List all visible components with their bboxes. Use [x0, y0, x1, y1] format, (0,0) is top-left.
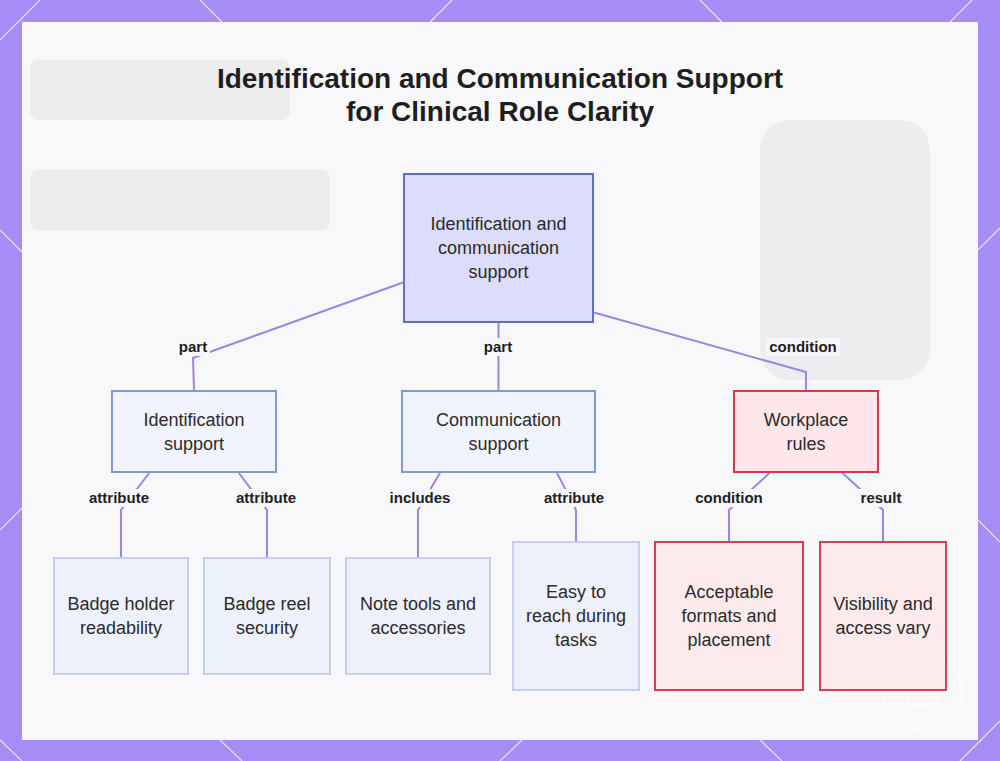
- category-box: Communication support: [401, 390, 596, 473]
- node-label: Note tools and accessories: [355, 592, 481, 640]
- node-label: Easy to reach during tasks: [522, 580, 630, 652]
- panel: [22, 22, 978, 740]
- edge-label: attribute: [86, 489, 152, 507]
- condition-box: Workplace rules: [733, 390, 879, 473]
- connector: [843, 473, 884, 541]
- edge-label: includes: [387, 489, 454, 507]
- connector: [121, 473, 149, 557]
- node-label: Communication support: [411, 408, 586, 456]
- node-label: Identification and communication support: [413, 212, 584, 284]
- connector: [418, 473, 440, 557]
- edge-label: condition: [766, 338, 840, 356]
- connector: [498, 323, 500, 390]
- edge-label: part: [481, 338, 515, 356]
- node-label: Badge holder readability: [63, 592, 179, 640]
- node-label: Badge reel security: [213, 592, 321, 640]
- edge-label: attribute: [233, 489, 299, 507]
- condition-box: Acceptable formats and placement: [654, 541, 804, 691]
- connector: [729, 473, 770, 541]
- diagram-title: Identification and Communication Support…: [200, 62, 800, 128]
- edge-label: attribute: [541, 489, 607, 507]
- category-box: Identification support: [111, 390, 277, 473]
- connector: [193, 283, 403, 391]
- node-label: Workplace rules: [743, 408, 869, 456]
- connector: [557, 473, 576, 541]
- root-box: Identification and communication support: [403, 173, 594, 323]
- connector: [239, 473, 267, 557]
- attribute-box: Badge reel security: [203, 557, 331, 675]
- attribute-box: Note tools and accessories: [345, 557, 491, 675]
- edge-label: condition: [692, 489, 766, 507]
- node-label: Identification support: [121, 408, 267, 456]
- edge-label: result: [858, 489, 905, 507]
- attribute-box: Badge holder readability: [53, 557, 189, 675]
- edge-label: part: [176, 338, 210, 356]
- result-box: Visibility and access vary: [819, 541, 947, 691]
- attribute-box: Easy to reach during tasks: [512, 541, 640, 691]
- node-label: Visibility and access vary: [829, 592, 937, 640]
- node-label: Acceptable formats and placement: [664, 580, 794, 652]
